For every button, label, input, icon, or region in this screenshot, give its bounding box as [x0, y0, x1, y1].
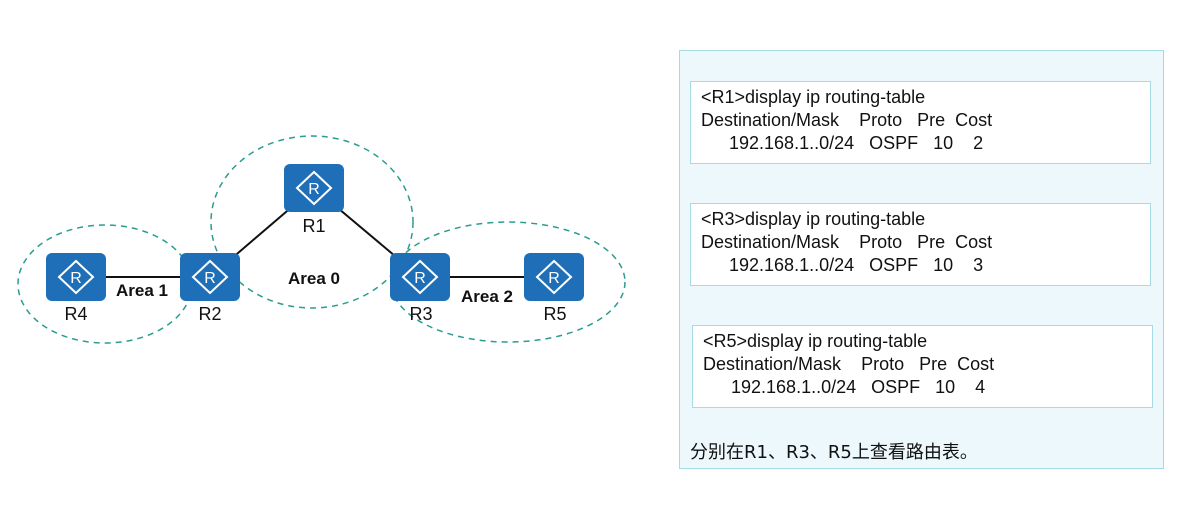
router-r4-label: R4 [64, 304, 87, 324]
router-r3-letter: R [414, 270, 426, 287]
router-r2-label: R2 [198, 304, 221, 324]
area-1-label: Area 1 [116, 281, 168, 300]
r5-command: <R5>display ip routing-table [703, 331, 928, 351]
area-0-boundary [210, 135, 414, 309]
area-2-label: Area 2 [461, 287, 513, 306]
router-r4-letter: R [70, 270, 82, 287]
router-r5-label: R5 [543, 304, 566, 324]
router-r4-icon[interactable]: R [46, 253, 106, 301]
r1-route-row: 192.168.1..0/24 OSPF 10 2 [729, 133, 984, 153]
panel-caption: 分别在R1、R3、R5上查看路由表。 [690, 442, 978, 463]
r5-route-row: 192.168.1..0/24 OSPF 10 4 [731, 377, 986, 397]
r5-table-header: Destination/Mask Proto Pre Cost [703, 354, 995, 374]
r3-command: <R3>display ip routing-table [701, 209, 926, 229]
router-r1-label: R1 [302, 216, 325, 236]
router-r1-letter: R [308, 181, 320, 198]
router-r5-letter: R [548, 270, 560, 287]
ospf-topology-diagram: R R R R R R1 R2 R3 R4 R5 Area 0 Area 1 A… [17, 135, 626, 344]
r3-route-row: 192.168.1..0/24 OSPF 10 3 [729, 255, 984, 275]
area-0-label: Area 0 [288, 269, 340, 288]
router-r2-icon[interactable]: R [180, 253, 240, 301]
r1-table-header: Destination/Mask Proto Pre Cost [701, 110, 993, 130]
router-r3-icon[interactable]: R [390, 253, 450, 301]
router-r1-icon[interactable]: R [284, 164, 344, 212]
r3-routing-output: <R3>display ip routing-table Destination… [690, 203, 1151, 286]
router-r5-icon[interactable]: R [524, 253, 584, 301]
router-r3-label: R3 [409, 304, 432, 324]
r1-command: <R1>display ip routing-table [701, 87, 926, 107]
r1-routing-output: <R1>display ip routing-table Destination… [690, 81, 1151, 164]
r3-table-header: Destination/Mask Proto Pre Cost [701, 232, 993, 252]
router-r2-letter: R [204, 270, 216, 287]
r5-routing-output: <R5>display ip routing-table Destination… [692, 325, 1153, 408]
area-2-boundary [390, 221, 626, 343]
